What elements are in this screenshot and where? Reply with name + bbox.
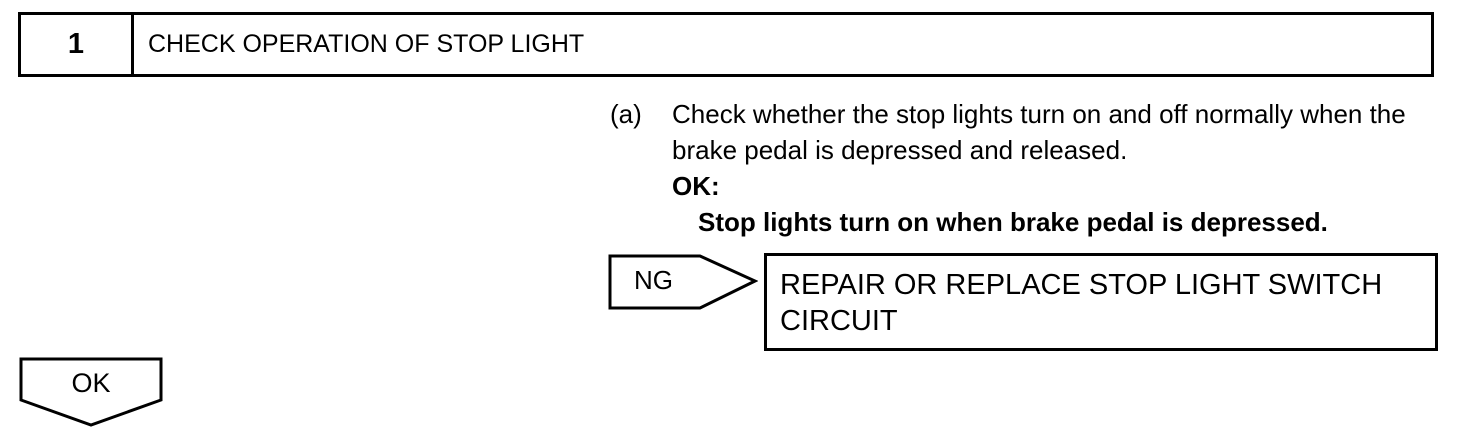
ok-branch-arrow: OK [18, 356, 164, 428]
ng-arrow-shape [608, 254, 758, 310]
instruction-text: Check whether the stop lights turn on an… [672, 99, 1406, 165]
ok-arrow-shape [19, 357, 163, 427]
instruction-body: Check whether the stop lights turn on an… [672, 96, 1442, 240]
step-title: CHECK OPERATION OF STOP LIGHT [148, 30, 585, 58]
instruction-marker: (a) [610, 99, 642, 129]
step-header: 1 CHECK OPERATION OF STOP LIGHT [18, 12, 1434, 77]
ng-label: NG [634, 265, 673, 295]
ok-label-arrow: OK [71, 368, 111, 398]
step-number: 1 [21, 15, 134, 74]
ng-result-box: REPAIR OR REPLACE STOP LIGHT SWITCH CIRC… [764, 253, 1438, 351]
ng-branch-tag: NG [608, 253, 758, 311]
ok-label: OK: [672, 171, 720, 201]
ng-result-text: REPAIR OR REPLACE STOP LIGHT SWITCH CIRC… [780, 269, 1383, 337]
ok-criteria: Stop lights turn on when brake pedal is … [698, 207, 1328, 237]
